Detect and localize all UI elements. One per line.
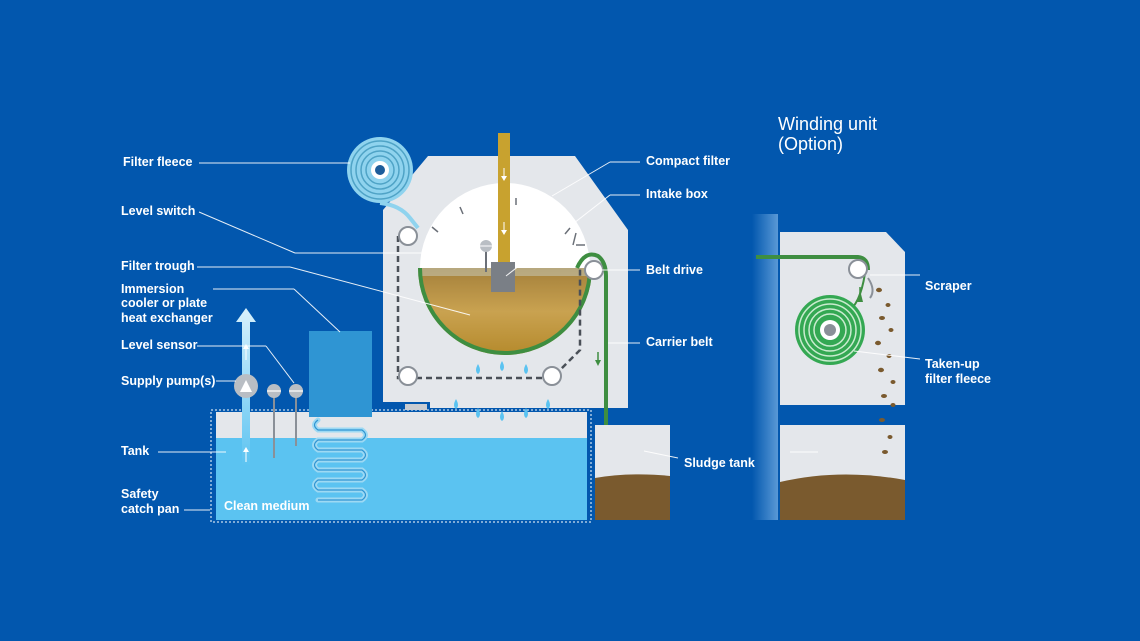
label-clean-medium: Clean medium xyxy=(224,499,309,513)
label-taken-up-1: Taken-up xyxy=(925,357,980,371)
leader-lines xyxy=(158,161,921,511)
carrier-belt xyxy=(575,252,608,430)
label-taken-up-2: filter fleece xyxy=(925,372,991,386)
label-supply-pumps: Supply pump(s) xyxy=(121,374,215,388)
label-tank: Tank xyxy=(121,444,149,458)
winding-unit-title-1: Winding unit xyxy=(778,114,877,134)
label-level-switch: Level switch xyxy=(121,204,195,218)
label-immersion-cooler-3: heat exchanger xyxy=(121,311,213,325)
right-labels: Compact filter Intake box Belt drive Car… xyxy=(646,154,755,470)
label-safety-catch-pan-2: catch pan xyxy=(121,502,179,516)
label-belt-drive: Belt drive xyxy=(646,263,703,277)
label-filter-trough: Filter trough xyxy=(121,259,195,273)
rollers xyxy=(398,226,604,386)
filter-trough xyxy=(418,267,592,355)
label-filter-fleece: Filter fleece xyxy=(123,155,193,169)
drips xyxy=(454,361,550,421)
label-carrier-belt: Carrier belt xyxy=(646,335,714,349)
winding-unit-title-2: (Option) xyxy=(778,134,843,154)
immersion-cooler xyxy=(309,331,372,503)
level-switch xyxy=(480,240,492,272)
winding-unit xyxy=(752,214,905,520)
winding-unit-labels: Winding unit (Option) Scraper Taken-up f… xyxy=(778,114,991,386)
filter-fleece-roll xyxy=(347,137,420,230)
left-labels: Filter fleece Level switch Filter trough… xyxy=(121,155,215,516)
label-intake-box: Intake box xyxy=(646,187,708,201)
tank xyxy=(216,412,587,520)
label-immersion-cooler-1: Immersion xyxy=(121,282,184,296)
intake-box xyxy=(491,262,515,292)
safety-catch-pan xyxy=(210,409,592,523)
label-scraper: Scraper xyxy=(925,279,972,293)
intake-pipe xyxy=(491,133,515,292)
label-safety-catch-pan-1: Safety xyxy=(121,487,159,501)
label-level-sensor: Level sensor xyxy=(121,338,198,352)
belt-drive-roller xyxy=(584,260,604,280)
level-sensor xyxy=(267,384,303,458)
label-sludge-tank: Sludge tank xyxy=(684,456,755,470)
clean-medium-fill xyxy=(216,438,587,520)
label-compact-filter: Compact filter xyxy=(646,154,730,168)
label-immersion-cooler-2: cooler or plate xyxy=(121,296,207,310)
sludge-tank xyxy=(595,425,670,520)
